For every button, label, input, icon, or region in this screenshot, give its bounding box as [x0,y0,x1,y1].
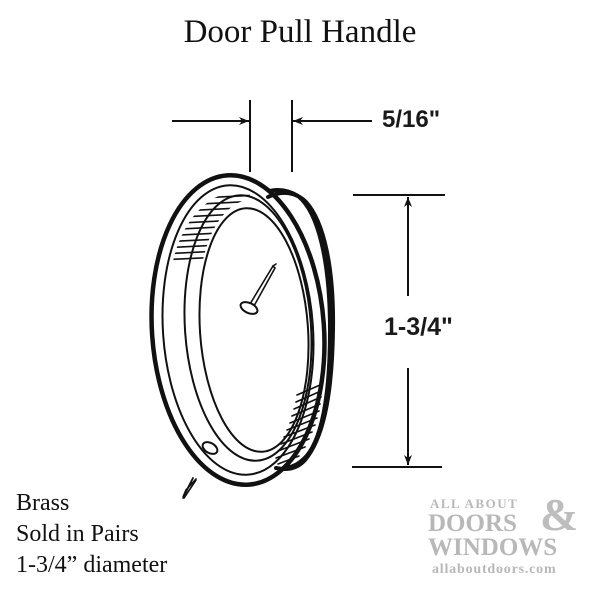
logo-line-1: ALL ABOUT [430,496,519,511]
logo-line-2: DOORS & [428,492,586,538]
diameter-dimension [352,194,445,468]
product-specs: Brass Sold in Pairs 1-3/4” diameter [16,488,167,581]
logo-line-3: WINDOWS [428,534,558,561]
nail-center-icon [239,263,277,315]
page-title: Door Pull Handle [183,14,417,50]
logo-ampersand: & [540,489,579,540]
door-pull-illustration [149,173,336,499]
spec-material: Brass [16,490,70,516]
logo-url: allaboutdoors.com [432,562,557,577]
spec-size: 1-3/4” diameter [16,552,168,578]
nail-bottom-icon [182,477,197,499]
logo-doors: DOORS [428,510,517,537]
diameter-label: 1-3/4" [384,313,453,341]
depth-label: 5/16" [382,106,441,133]
brand-logo: ALL ABOUT DOORS & WINDOWS allaboutdoors.… [428,492,586,580]
depth-dimension [172,100,372,172]
screw-hole-icon [201,441,219,455]
spec-packaging: Sold in Pairs [16,521,139,547]
